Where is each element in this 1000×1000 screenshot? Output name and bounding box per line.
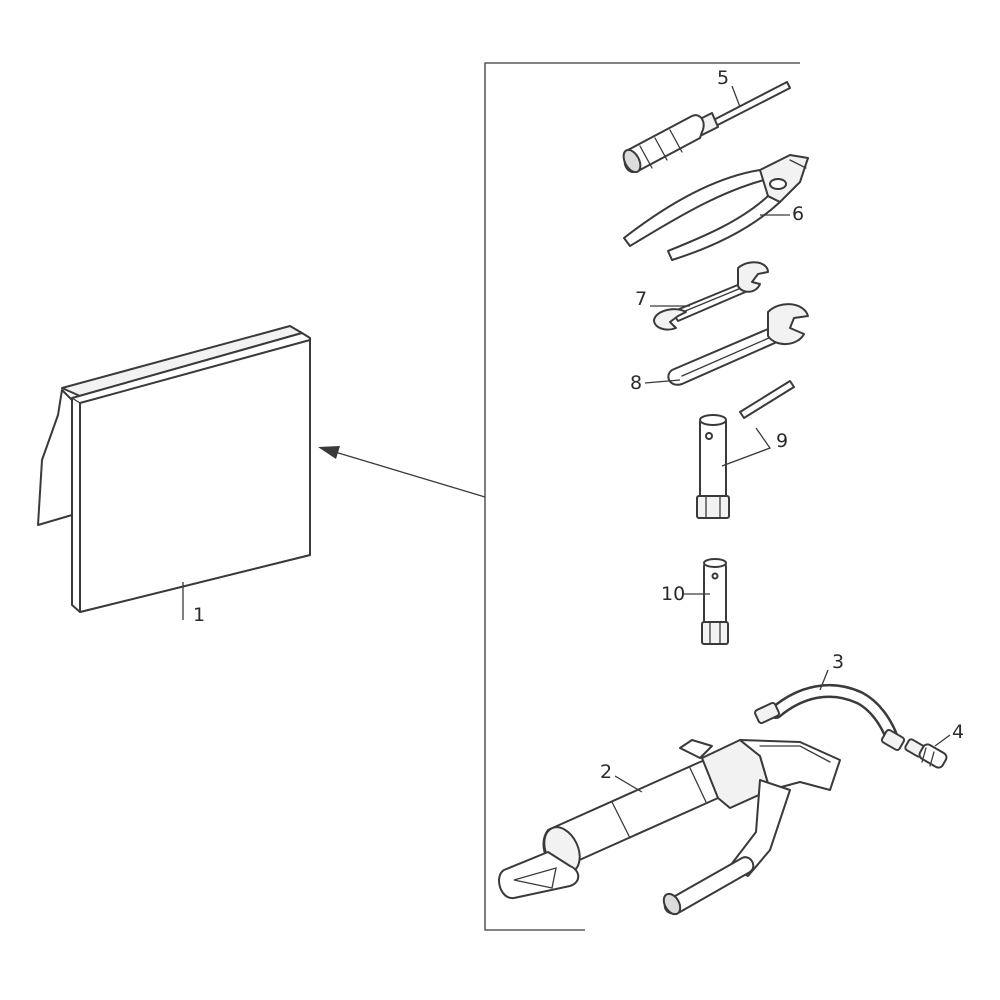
callout-3: 3	[832, 651, 844, 673]
screwdriver-icon	[622, 81, 791, 174]
callout-7: 7	[635, 288, 647, 310]
grease-nozzle-icon	[904, 734, 951, 769]
grease-hose-icon	[754, 669, 906, 751]
socket-wrench-icon	[696, 380, 795, 519]
callout-4: 4	[952, 721, 964, 743]
callout-10: 10	[661, 583, 685, 605]
callout-1: 1	[193, 604, 205, 626]
callout-9: 9	[776, 430, 788, 452]
grease-gun-icon	[498, 739, 841, 916]
callout-6: 6	[792, 203, 804, 225]
callout-2: 2	[600, 761, 612, 783]
large-wrench-icon	[644, 303, 809, 386]
callout-5: 5	[717, 67, 729, 89]
manual-icon	[37, 325, 311, 620]
small-wrench-icon	[650, 261, 769, 331]
pliers-icon	[623, 154, 809, 261]
callout-8: 8	[630, 372, 642, 394]
pointer-arrow	[318, 446, 486, 498]
plug-socket-icon	[684, 558, 729, 645]
